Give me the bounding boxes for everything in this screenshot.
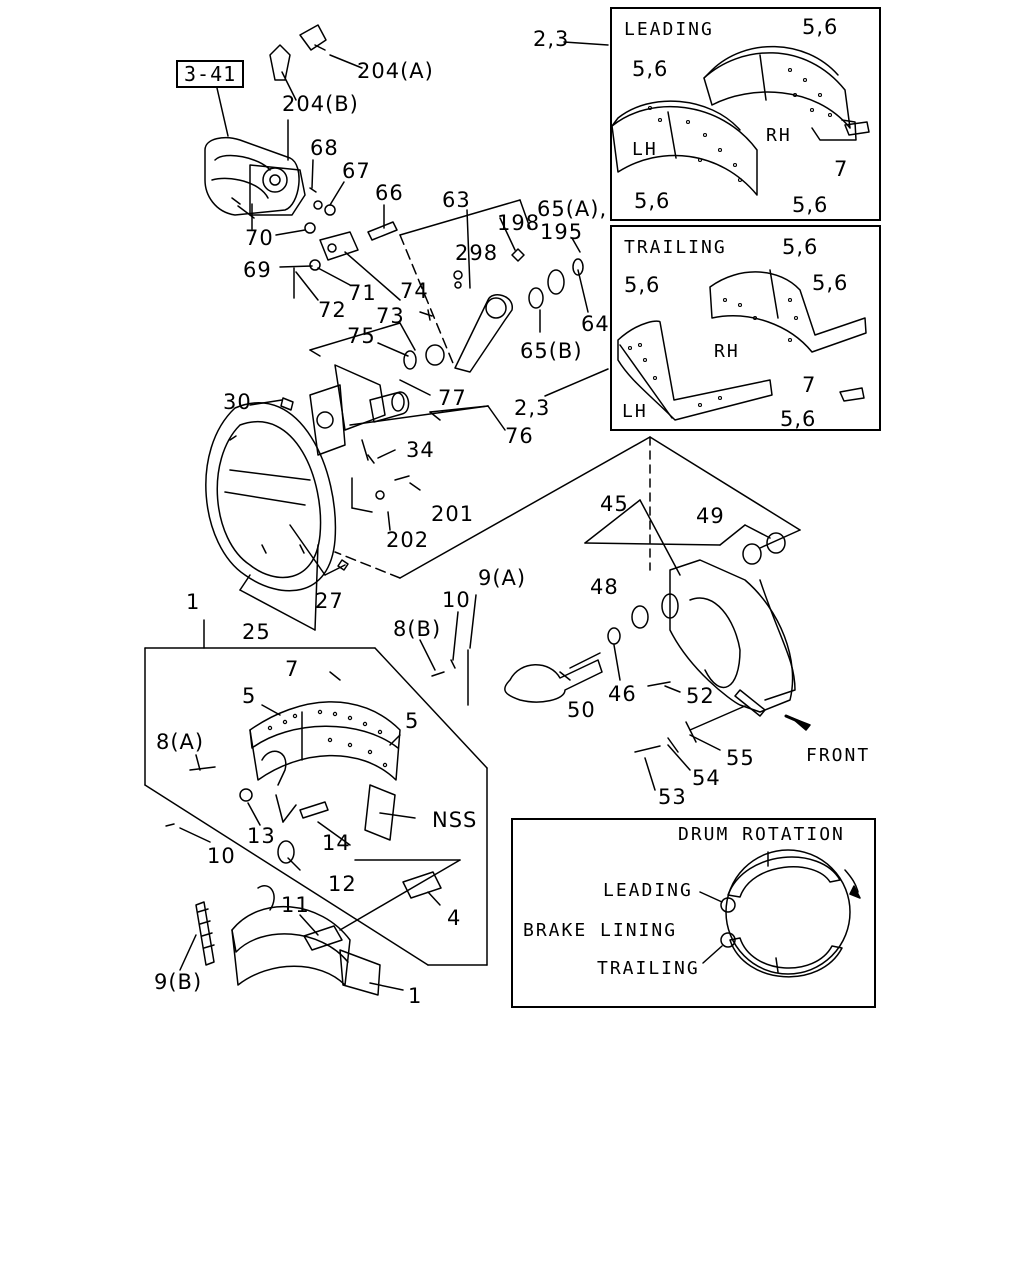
label-5-left: 5 — [242, 684, 257, 708]
label-68: 68 — [310, 136, 339, 160]
label-204a: 204(A) — [357, 59, 434, 83]
camshaft-drawing — [504, 652, 603, 703]
label-76: 76 — [505, 424, 534, 448]
label-48: 48 — [590, 575, 619, 599]
label-49: 49 — [696, 504, 725, 528]
label-55: 55 — [726, 746, 755, 770]
backing-plate-drawing — [205, 402, 349, 592]
trailing-5-6-right: 5,6 — [812, 271, 849, 295]
label-2-3-trailing: 2,3 — [514, 396, 551, 420]
label-195: 195 — [540, 220, 584, 244]
brake-chamber-drawing — [204, 24, 327, 230]
rotation-brake-lining-label: BRAKE LINING — [523, 920, 678, 941]
label-13: 13 — [247, 824, 276, 848]
spider-housing-drawing — [607, 532, 796, 753]
leader-lines — [144, 41, 801, 991]
label-14: 14 — [322, 831, 351, 855]
label-75: 75 — [347, 324, 376, 348]
label-2-3-leading: 2,3 — [533, 27, 570, 51]
front-label: FRONT — [806, 745, 871, 766]
label-74: 74 — [400, 279, 429, 303]
leading-5-6-bottom-left: 5,6 — [634, 189, 671, 213]
reference-box: 3-41 — [176, 60, 245, 88]
label-1-shoe: 1 — [408, 984, 423, 1008]
rotation-trailing-label: TRAILING — [597, 958, 700, 979]
label-72: 72 — [318, 298, 347, 322]
label-9b: 9(B) — [154, 970, 203, 994]
trailing-5-6-top: 5,6 — [782, 235, 819, 259]
trailing-panel-title: TRAILING — [624, 237, 727, 258]
label-71: 71 — [348, 281, 377, 305]
label-30: 30 — [223, 390, 252, 414]
label-198: 198 — [497, 211, 541, 235]
drum-rotation-title: DRUM ROTATION — [678, 824, 845, 845]
trailing-rh-label: RH — [714, 341, 740, 362]
label-204b: 204(B) — [282, 92, 359, 116]
label-25: 25 — [242, 620, 271, 644]
label-10-top: 10 — [442, 588, 471, 612]
label-46: 46 — [608, 682, 637, 706]
rotation-leading-label: LEADING — [603, 880, 693, 901]
drum-rotation-drawing — [699, 849, 861, 978]
label-7: 7 — [285, 657, 300, 681]
label-10-bottom: 10 — [207, 844, 236, 868]
brake-shoe-assembly-drawing — [165, 649, 469, 996]
label-11: 11 — [281, 893, 310, 917]
leading-panel-title: LEADING — [624, 19, 714, 40]
label-77: 77 — [438, 386, 467, 410]
leading-5-6-top-right: 5,6 — [802, 15, 839, 39]
label-27: 27 — [315, 589, 344, 613]
front-arrow-icon — [784, 714, 811, 731]
label-65b: 65(B) — [520, 339, 583, 363]
camshaft-bracket-drawing — [280, 364, 410, 500]
label-8a: 8(A) — [156, 730, 205, 754]
label-69: 69 — [243, 258, 272, 282]
label-12: 12 — [328, 872, 357, 896]
label-9a: 9(A) — [478, 566, 527, 590]
label-298: 298 — [455, 241, 499, 265]
label-54: 54 — [692, 766, 721, 790]
label-201: 201 — [431, 502, 475, 526]
label-64: 64 — [581, 312, 610, 336]
label-4: 4 — [447, 906, 462, 930]
label-nss: NSS — [432, 808, 478, 832]
leading-7-label: 7 — [834, 157, 849, 181]
label-8b: 8(B) — [393, 617, 442, 641]
label-63: 63 — [442, 188, 471, 212]
leading-panel: LEADING LH RH 5,6 5,6 5,6 5,6 7 — [610, 7, 881, 221]
trailing-7-label: 7 — [802, 373, 817, 397]
label-202: 202 — [386, 528, 430, 552]
label-50: 50 — [567, 698, 596, 722]
label-45: 45 — [600, 492, 629, 516]
trailing-5-6-bottom: 5,6 — [780, 407, 817, 431]
label-66: 66 — [375, 181, 404, 205]
label-52: 52 — [686, 684, 715, 708]
leading-shoes-drawing — [611, 45, 870, 196]
trailing-panel: TRAILING LH RH 5,6 5,6 5,6 5,6 7 — [610, 225, 881, 431]
leading-5-6-bottom-right: 5,6 — [792, 193, 829, 217]
label-67: 67 — [342, 159, 371, 183]
label-73: 73 — [376, 304, 405, 328]
label-70: 70 — [245, 226, 274, 250]
leading-lh-label: LH — [632, 139, 658, 160]
label-5-right: 5 — [405, 709, 420, 733]
label-1-assembly: 1 — [186, 590, 201, 614]
label-34: 34 — [406, 438, 435, 462]
slack-adjuster-drawing — [391, 248, 584, 412]
leading-rh-label: RH — [766, 125, 792, 146]
trailing-lh-label: LH — [622, 401, 648, 422]
trailing-5-6-left: 5,6 — [624, 273, 661, 297]
leading-5-6-top-left: 5,6 — [632, 57, 669, 81]
trailing-shoes-drawing — [617, 269, 867, 421]
label-65a: 65(A), — [537, 197, 608, 221]
lining-rivets — [267, 709, 388, 768]
label-53: 53 — [658, 785, 687, 809]
drum-rotation-panel: DRUM ROTATION LEADING BRAKE LINING TRAIL… — [511, 818, 876, 1008]
